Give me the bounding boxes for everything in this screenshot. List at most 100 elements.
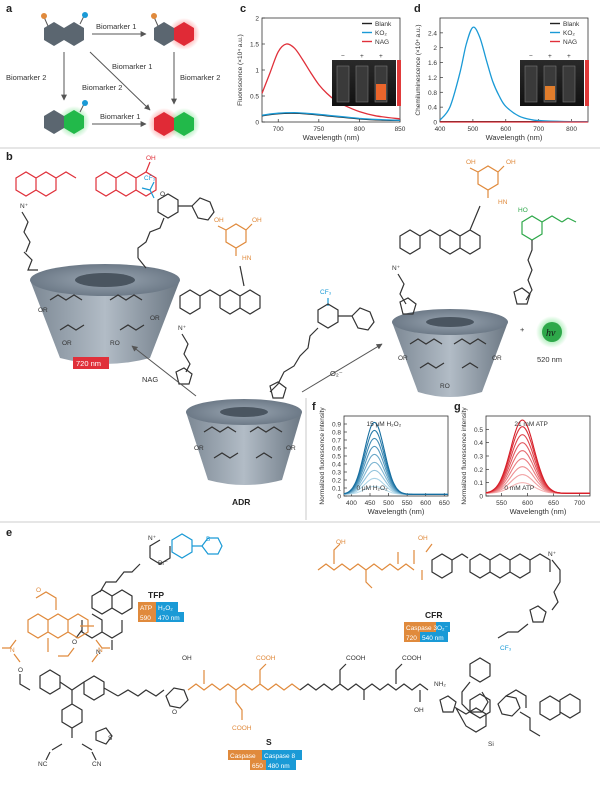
cyclodextrin-left: OR OR OR RO <box>30 264 180 364</box>
chart-c-ytick-label-2: 1 <box>255 68 259 75</box>
s-peptide-oh-2: OH <box>414 707 424 714</box>
chart-g-ytick-label-4: 0.4 <box>474 440 483 447</box>
badge-720nm-text: 720 nm <box>76 359 101 368</box>
chart-c-ytick-label-4: 2 <box>255 16 259 23</box>
chart-f-xtick-label-4: 600 <box>420 500 431 507</box>
cd-left-or-3: OR <box>62 340 72 347</box>
tfp-em-2: 470 nm <box>158 615 180 622</box>
hv-label: hν <box>546 328 556 339</box>
label-biomarker2-right: Biomarker 2 <box>180 73 220 82</box>
blue-mid-cf3: CF₃ <box>320 289 332 296</box>
cfr-em-1: 720 <box>406 635 417 642</box>
vial-photo-d: − + + <box>520 53 589 106</box>
label-biomarker1-top: Biomarker 1 <box>96 22 136 31</box>
chart-d-ylabel: Chemiluminescence (×10⁴ a.u.) <box>415 24 422 115</box>
plus-sign: + <box>520 325 525 334</box>
s-peptide-cooh-1: COOH <box>256 655 276 662</box>
probe-red-activated <box>151 13 200 50</box>
chart-d-series-1 <box>439 26 589 123</box>
panel-c-label: c <box>240 3 246 15</box>
s-badge-4 <box>266 760 296 770</box>
orange-right-hn: HN <box>498 199 508 206</box>
rhod-n-1: N <box>10 647 15 654</box>
red-left-n-plus: N⁺ <box>20 203 29 210</box>
tfp-trigger-1: ATP <box>140 605 152 612</box>
orange-mid-oh-1: OH <box>214 217 224 224</box>
cd-adr-or-1: OR <box>194 445 204 452</box>
chart-d-xtick-label-3: 700 <box>533 126 544 133</box>
chart-c-xtick-label-1: 750 <box>313 126 324 133</box>
chart-g-xlabel: Wavelength (nm) <box>510 507 567 516</box>
tfp-n-plus: N⁺ <box>148 535 157 542</box>
adr-label: ADR <box>232 497 250 507</box>
chart-f-ytick-label-5: 0.5 <box>332 454 341 461</box>
cfr-badge-3 <box>404 632 420 642</box>
vial-c-sign-3: + <box>379 53 383 60</box>
probe-initial <box>41 12 88 46</box>
chart-d-legend-label-1: KO₂ <box>563 30 575 37</box>
vial-photo-c: − + + <box>332 53 401 106</box>
orange-mid-n-plus: N⁺ <box>178 325 187 332</box>
cfr-oh-1: OH <box>336 539 346 546</box>
cfr-badge-2 <box>436 622 450 632</box>
chart-g-xtick-label-3: 700 <box>574 500 585 507</box>
cyclodextrin-right: OR OR RO <box>392 309 508 397</box>
cd-left-or-2: OR <box>150 315 160 322</box>
chart-f-ytick-label-3: 0.3 <box>332 470 341 477</box>
rhod-n-2: N <box>98 647 103 654</box>
panel-f-label: f <box>312 401 316 413</box>
tfp-molecule: B Br⁻ N⁺ N O <box>72 533 223 656</box>
vial-d-sign-1: − <box>529 53 533 60</box>
cfr-trigger-2: O₂⁻ <box>437 625 449 632</box>
chart-d-xtick-label-0: 400 <box>435 126 446 133</box>
chart-d-legend-label-2: NAG <box>563 39 577 46</box>
orange-right-oh-2: OH <box>506 159 516 166</box>
nag-label: NAG <box>142 375 158 384</box>
chart-f-annotation-top: 15 μM H₂O₂ <box>366 421 401 428</box>
cd-adr-or-2: OR <box>286 445 296 452</box>
tfp-badge-4 <box>156 612 184 622</box>
panel-a: a <box>6 3 220 140</box>
orange-right-oh-1: OH <box>466 159 476 166</box>
blue-trigger-left: CF₃ O <box>137 175 215 269</box>
vial-d-sign-3: + <box>567 53 571 60</box>
chart-d-ytick-label-5: 2 <box>433 45 437 52</box>
label-biomarker2-mid: Biomarker 2 <box>82 83 122 92</box>
chart-f-ytick-label-9: 0.9 <box>332 422 341 429</box>
chart-g-xtick-label-1: 600 <box>522 500 533 507</box>
red-left-oh: OH <box>146 155 156 162</box>
chart-d-xtick-label-4: 800 <box>566 126 577 133</box>
green-ho: HO <box>518 207 528 214</box>
cd-left-or-1: OR <box>38 307 48 314</box>
chart-d-ytick-label-0: 0 <box>433 120 437 127</box>
chart-f-ylabel: Normalized fluorescence intensity <box>319 407 326 505</box>
chart-f-annotation-bottom: 0 μM H₂O₂ <box>356 485 388 492</box>
chart-d-ytick-label-3: 1.2 <box>428 75 437 82</box>
red-fluorophore-left: OH N⁺ <box>15 155 157 271</box>
chart-g-curve-8 <box>485 419 591 494</box>
chart-c-ytick-label-0: 0 <box>255 120 259 127</box>
panel-a-label: a <box>6 3 13 15</box>
green-nm-label: 520 nm <box>537 355 562 364</box>
tfp-badge-1 <box>138 602 156 612</box>
cfr-n-plus: N⁺ <box>548 551 557 558</box>
tfp-br: Br⁻ <box>158 560 169 567</box>
chart-c-series-1 <box>261 111 401 122</box>
chart-f-xtick-label-2: 500 <box>383 500 394 507</box>
cfr-em-2: 540 nm <box>422 635 444 642</box>
panel-d-label: d <box>414 3 421 15</box>
chart-g-ytick-label-0: 0 <box>479 494 483 501</box>
chart-f-xlabel: Wavelength (nm) <box>368 507 425 516</box>
s-peptide-oh-1: OH <box>182 655 192 662</box>
cfr-name: CFR <box>425 610 442 620</box>
vial-c-sign-1: − <box>341 53 345 60</box>
chart-c-legend-label-0: Blank <box>375 21 392 28</box>
chart-d-ytick-label-4: 1.6 <box>428 60 437 67</box>
chart-c-ytick-label-1: 0.5 <box>250 94 259 101</box>
tfp-trigger-2: H₂O₂ <box>158 605 173 612</box>
cfr-trigger-1: Caspase 3 <box>406 625 437 632</box>
o2-label: O₂⁻ <box>330 369 343 378</box>
